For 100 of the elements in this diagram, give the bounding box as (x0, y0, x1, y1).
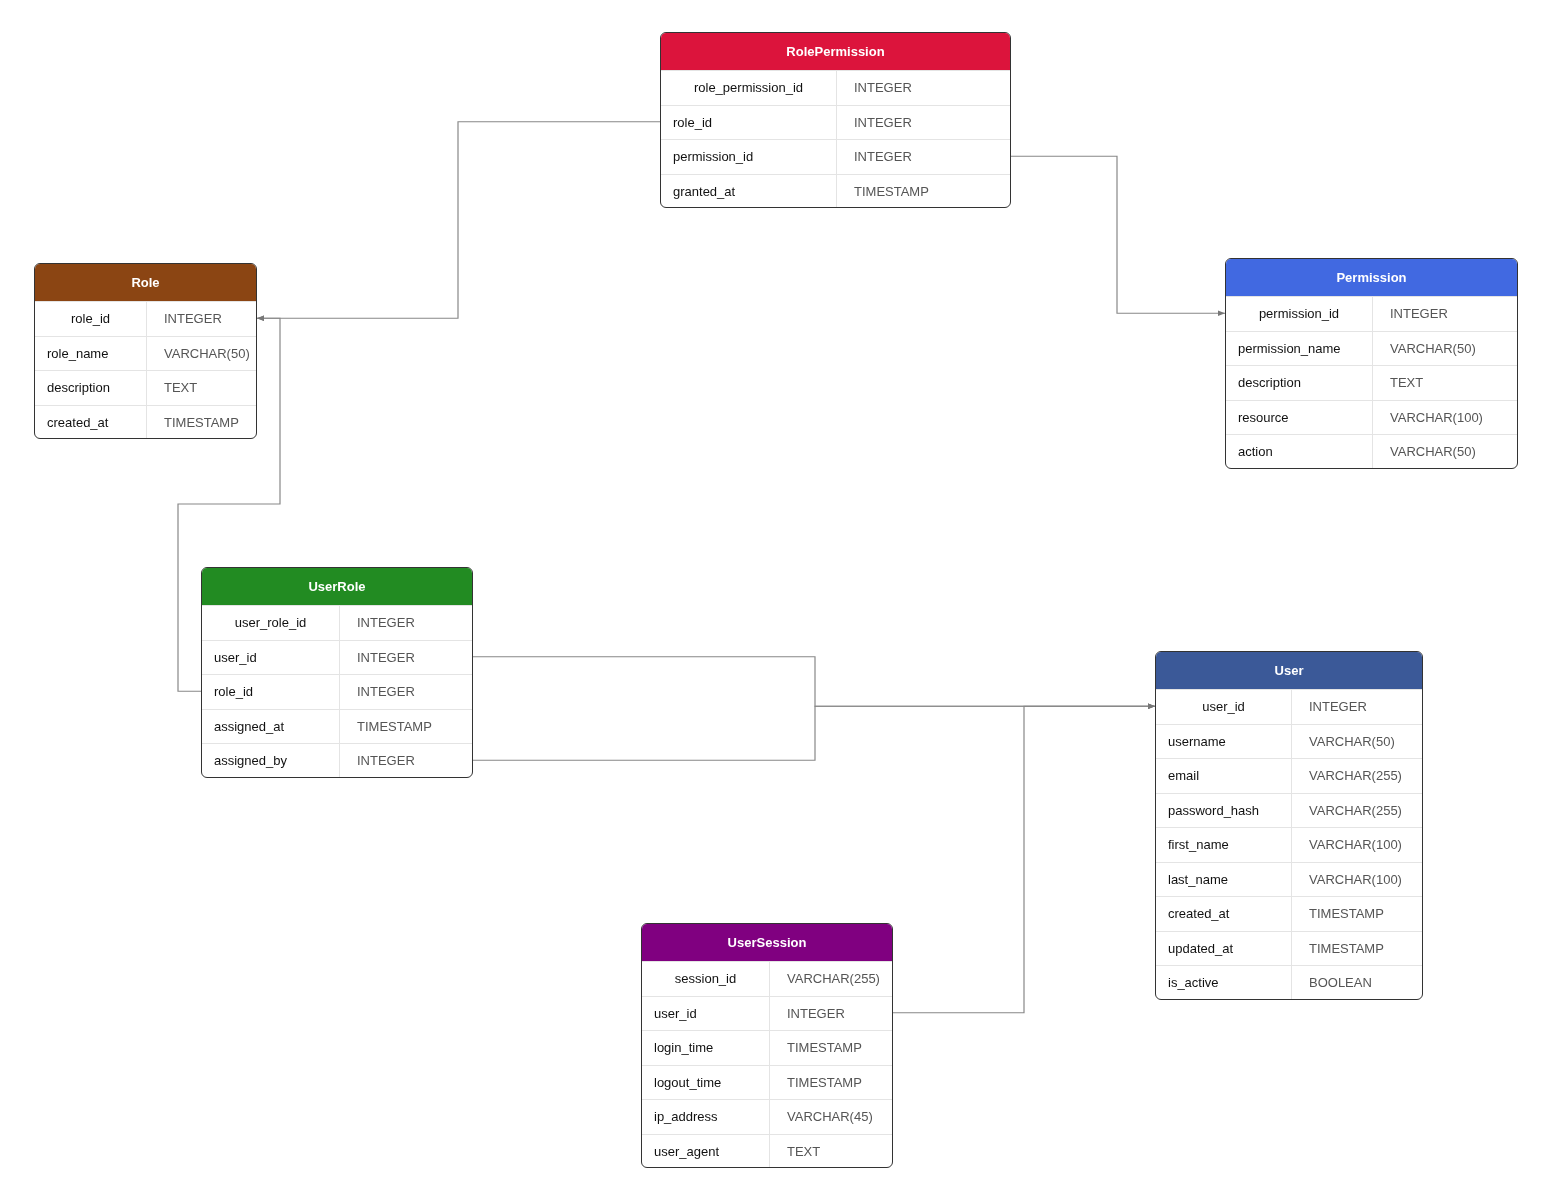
column-type: INTEGER (854, 148, 912, 166)
column-type: TIMESTAMP (164, 413, 239, 432)
column-name: user_id (214, 648, 257, 667)
column-type: VARCHAR(100) (1309, 836, 1402, 854)
column-type: VARCHAR(45) (787, 1108, 873, 1126)
table-title: Role (35, 264, 256, 301)
table-row (35, 335, 256, 370)
column-type: VARCHAR(50) (164, 344, 250, 363)
column-type: INTEGER (357, 614, 415, 632)
table-card (34, 263, 257, 439)
table-card (660, 32, 1011, 208)
column-type: VARCHAR(50) (1309, 732, 1395, 751)
column-name: user_agent (654, 1142, 720, 1161)
column-type: TEXT (164, 379, 198, 397)
column-type: INTEGER (357, 752, 415, 770)
column-type: INTEGER (357, 648, 415, 667)
table-title: UserRole (202, 568, 472, 605)
column-name: permission_id (673, 148, 754, 166)
column-type: VARCHAR(255) (1309, 801, 1402, 820)
relationship-arrow (1010, 155, 1226, 317)
column-type: INTEGER (787, 1004, 845, 1023)
table-row (1226, 296, 1517, 331)
column-name: updated_at (1168, 939, 1234, 958)
table-row (1226, 365, 1517, 400)
table-row (1156, 930, 1422, 965)
table-row (35, 370, 256, 405)
column-name: logout_time (654, 1073, 722, 1092)
table-row (35, 301, 256, 336)
table-row (1156, 827, 1422, 862)
table-row (202, 639, 472, 674)
table-row (1226, 434, 1517, 468)
column-name: ip_address (654, 1108, 718, 1126)
table-row (642, 1064, 892, 1099)
table-row (661, 173, 1010, 207)
table-card (201, 567, 473, 778)
column-type: TIMESTAMP (787, 1039, 862, 1057)
column-type: TIMESTAMP (787, 1073, 862, 1092)
table-row (202, 605, 472, 640)
column-name: permission_id (1257, 305, 1341, 323)
column-name: login_time (654, 1039, 714, 1057)
column-name: action (1238, 443, 1273, 461)
table-row (1156, 965, 1422, 999)
table-row (661, 104, 1010, 139)
column-name: assigned_at (214, 717, 285, 736)
table-row (1226, 330, 1517, 365)
column-type: TEXT (1390, 374, 1424, 392)
column-name: is_active (1168, 974, 1219, 992)
table-title: UserSession (642, 924, 892, 961)
table-card (1225, 258, 1518, 469)
table-card (641, 923, 893, 1168)
column-type: TIMESTAMP (357, 717, 432, 736)
table-row (1156, 896, 1422, 931)
table-row (1226, 399, 1517, 434)
table-row (642, 995, 892, 1030)
table-row (1156, 861, 1422, 896)
table-row (642, 1099, 892, 1134)
table-title: Permission (1226, 259, 1517, 296)
column-type: INTEGER (164, 310, 222, 328)
column-name: session_id (673, 970, 738, 988)
column-name: resource (1238, 408, 1289, 427)
column-type: TEXT (787, 1142, 821, 1161)
column-type: TIMESTAMP (854, 182, 929, 201)
table-title: RolePermission (661, 33, 1010, 70)
column-type: INTEGER (1390, 305, 1448, 323)
column-name: role_id (214, 683, 254, 701)
table-row (642, 961, 892, 996)
column-name: role_permission_id (692, 79, 805, 97)
table-row (642, 1133, 892, 1167)
column-type: VARCHAR(50) (1390, 339, 1476, 358)
table-row (35, 404, 256, 438)
column-name: created_at (47, 413, 109, 432)
column-name: assigned_by (214, 752, 287, 770)
relationship-arrow (892, 703, 1156, 1014)
column-name: user_role_id (233, 614, 308, 632)
column-name: email (1168, 767, 1200, 785)
column-type: BOOLEAN (1309, 974, 1372, 992)
column-type: VARCHAR(255) (787, 970, 880, 988)
column-type: VARCHAR(50) (1390, 443, 1476, 461)
table-row (202, 708, 472, 743)
column-name: role_id (70, 310, 111, 328)
table-card (1155, 651, 1423, 1000)
table-row (1156, 689, 1422, 724)
column-name: username (1168, 732, 1226, 751)
column-name: first_name (1168, 836, 1229, 854)
column-name: user_id (1201, 698, 1246, 716)
column-type: INTEGER (854, 79, 912, 97)
column-name: user_id (654, 1004, 697, 1023)
column-type: VARCHAR(255) (1309, 767, 1402, 785)
column-name: role_name (47, 344, 109, 363)
column-name: permission_name (1238, 339, 1341, 358)
table-row (1156, 723, 1422, 758)
table-row (202, 674, 472, 709)
column-type: TIMESTAMP (1309, 905, 1384, 923)
column-name: description (1238, 374, 1301, 392)
table-row (661, 139, 1010, 174)
column-name: password_hash (1168, 801, 1260, 820)
table-row (642, 1030, 892, 1065)
column-type: TIMESTAMP (1309, 939, 1384, 958)
relationship-arrow (177, 315, 281, 692)
column-type: VARCHAR(100) (1309, 870, 1402, 889)
